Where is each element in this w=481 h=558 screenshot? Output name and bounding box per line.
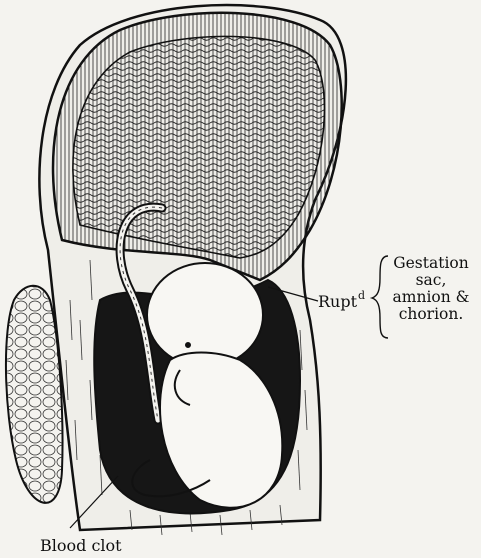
fetus-head xyxy=(147,263,263,367)
gestation-sac-label-line: Gestation xyxy=(381,255,481,272)
ovary xyxy=(6,286,63,503)
amniotic-cavity xyxy=(73,36,325,258)
gestation-sac-label: Gestation sac, amnion & chorion. xyxy=(381,255,481,323)
ruptured-superscript: d xyxy=(358,289,365,302)
gestation-sac-label-line: sac, xyxy=(381,272,481,289)
blood-clot-label: Blood clot xyxy=(40,538,122,554)
ruptured-text: Rupt xyxy=(318,292,357,311)
gestation-sac-label-line: amnion & xyxy=(381,289,481,306)
gestation-sac-label-line: chorion. xyxy=(381,306,481,323)
ruptured-label: Ruptd xyxy=(318,294,365,310)
